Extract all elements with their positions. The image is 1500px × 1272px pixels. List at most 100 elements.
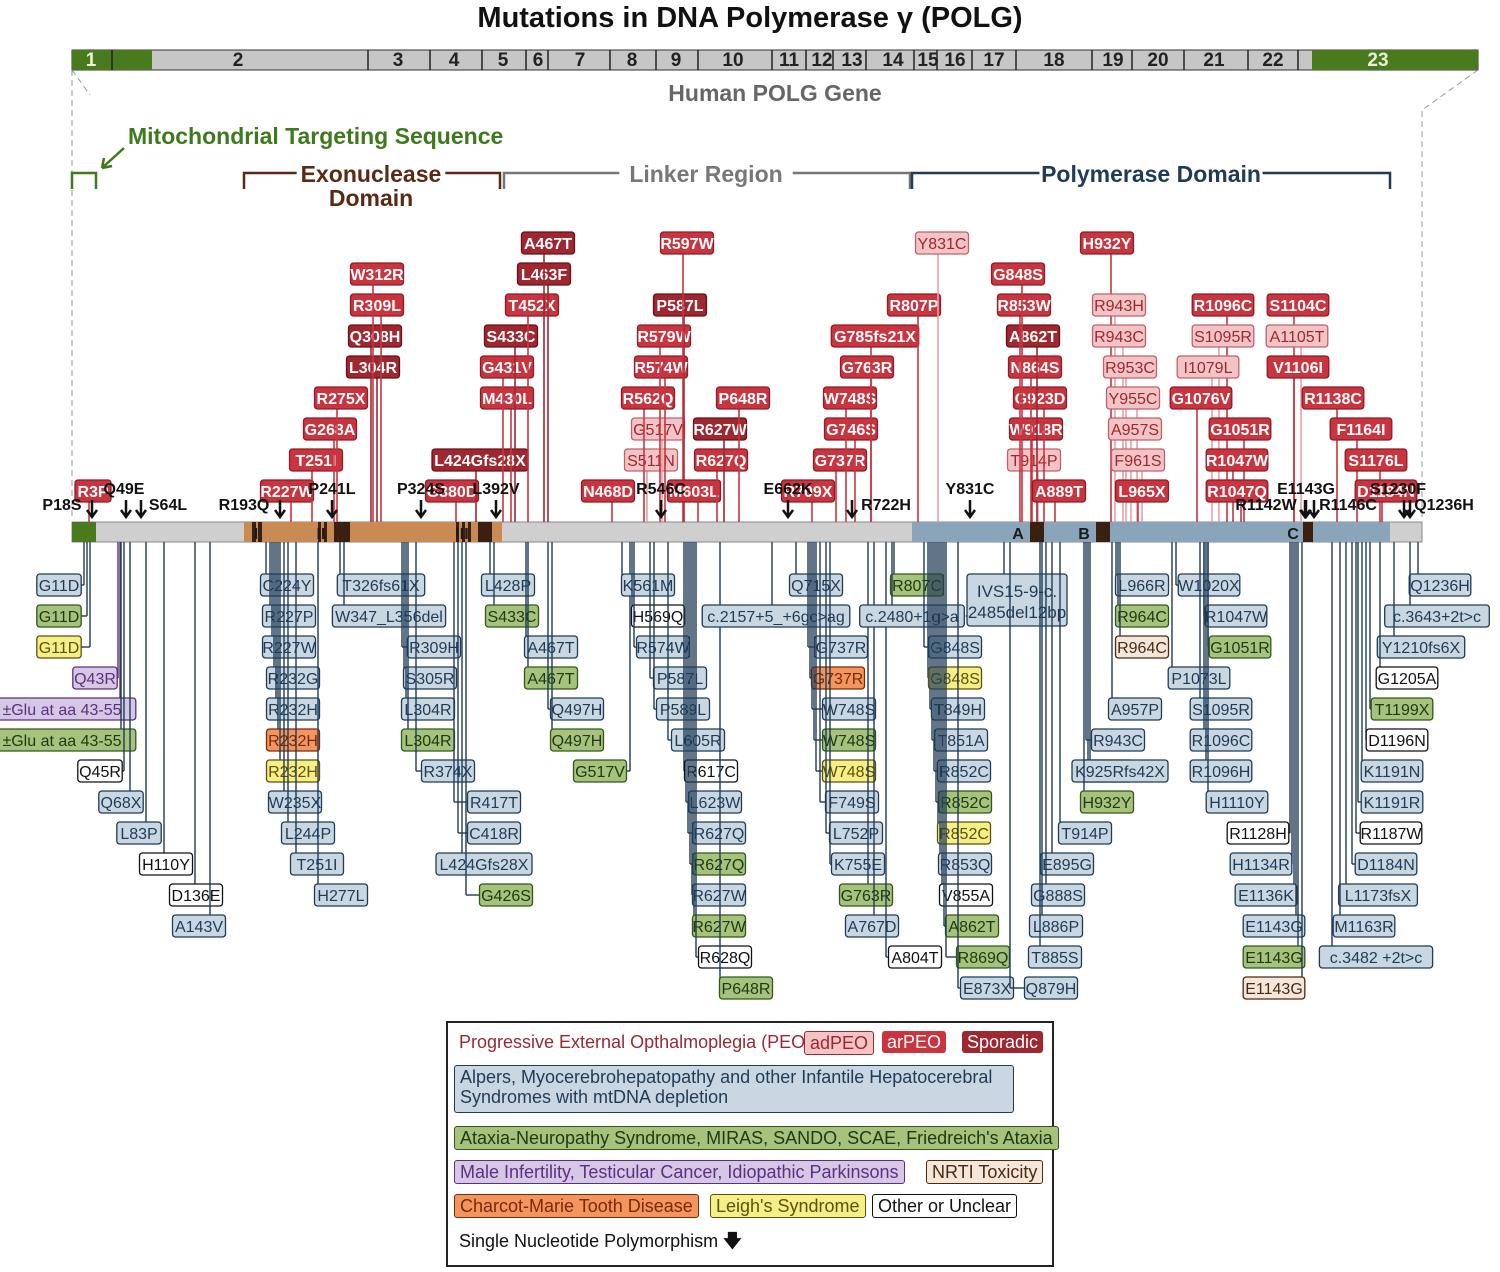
top-mutation-44: A889T <box>1035 484 1083 501</box>
top-mutation-31: G746S <box>826 422 876 439</box>
motif-label-B: B <box>1078 526 1090 543</box>
motif-block <box>478 522 492 542</box>
motif-block <box>468 522 471 542</box>
exon-label-3: 3 <box>393 50 404 71</box>
bottom-mutation-6: Q45R <box>79 764 121 781</box>
bottom-mutation-38-box <box>549 697 605 721</box>
bottom-mutation-100-box <box>1208 635 1272 659</box>
snp-label-11: E1143G <box>1277 481 1335 498</box>
top-mutation-1: R227W <box>260 484 314 501</box>
motif-block <box>334 522 350 542</box>
top-mutation-45: H932Y <box>1083 236 1132 253</box>
top-mutation-55: I1079L <box>1184 360 1233 377</box>
bottom-mutation-103: R1096C <box>1192 733 1251 750</box>
top-mutation-8: W312R <box>350 267 404 284</box>
bottom-mutation-20-box <box>280 821 336 845</box>
top-mutation-33-box <box>839 355 895 379</box>
top-mutation-35-box <box>886 293 942 317</box>
snp-label-5: P324S <box>397 481 445 498</box>
exon-label-16: 16 <box>944 50 965 71</box>
bottom-mutation-64: K755E <box>834 857 882 874</box>
bottom-mutation-42: H569Q <box>633 609 684 626</box>
bottom-mutation-12: C224Y <box>263 578 312 595</box>
bottom-mutation-9: H110Y <box>142 857 190 874</box>
legend: Progressive External Opthalmoplegia (PEO… <box>446 1021 1059 1267</box>
top-mutation-22: R579W <box>637 329 691 346</box>
top-mutation-52-box <box>1114 479 1170 503</box>
snp-arrow-icon <box>414 500 428 520</box>
bottom-mutation-97: R964C <box>1117 640 1167 657</box>
bottom-mutation-35-box <box>478 883 534 907</box>
bottom-mutation-122: L1173fsX <box>1345 888 1412 905</box>
top-mutation-60: S1104C <box>1270 298 1327 315</box>
bottom-mutation-35: G426S <box>481 888 531 905</box>
bottom-mutation-10-box <box>168 883 224 907</box>
bottom-mutation-101: P1073L <box>1171 671 1226 688</box>
exon-label-5: 5 <box>498 50 509 71</box>
bottom-mutation-108-box <box>1234 883 1298 907</box>
bottom-mutation-89-box <box>1027 945 1083 969</box>
top-mutation-2: T251I <box>296 453 337 470</box>
bottom-mutation-39-box <box>549 728 605 752</box>
top-mutation-33: G763R <box>842 360 893 377</box>
bottom-mutation-37-box <box>523 666 579 690</box>
top-mutation-32: W748S <box>824 391 877 408</box>
bottom-mutation-1-box <box>36 604 82 628</box>
bottom-mutation-36-box <box>523 635 579 659</box>
bottom-mutation-98: W1020X <box>1178 578 1240 595</box>
legend-other: Other or Unclear <box>872 1194 1018 1218</box>
bottom-mutation-96: R964C <box>1117 609 1167 626</box>
top-mutation-32-box <box>822 386 878 410</box>
bottom-mutation-57: G737R <box>816 640 867 657</box>
top-mutation-45-box <box>1079 231 1135 255</box>
bottom-mutation-54: P648R <box>722 981 771 998</box>
top-mutation-23-box <box>652 293 708 317</box>
top-mutation-29-box <box>780 479 836 503</box>
protein-pol-domain <box>912 522 1390 542</box>
bottom-mutation-78-box <box>936 821 992 845</box>
bottom-mutation-95-box <box>1114 573 1170 597</box>
top-mutation-39: G923D <box>1015 391 1066 408</box>
top-mutation-16-box <box>520 231 576 255</box>
top-mutation-66: D1184N <box>1357 484 1415 501</box>
top-mutation-39-box <box>1012 386 1068 410</box>
bottom-mutation-33-box <box>466 821 522 845</box>
motif-block <box>324 522 327 542</box>
snp-label-7: R546C <box>636 481 686 498</box>
top-mutation-61: A1105T <box>1270 329 1325 346</box>
bottom-mutation-0: G11D <box>39 578 80 595</box>
bottom-mutation-93: R943C <box>1093 733 1143 750</box>
top-mutation-11-box <box>479 386 535 410</box>
bottom-mutation-33: C418R <box>469 826 519 843</box>
top-mutation-46: R943H <box>1094 298 1144 315</box>
label-linker: Linker Region <box>629 161 782 187</box>
bottom-mutation-87-box <box>1030 883 1086 907</box>
label-exo-1: Exonuclease <box>301 161 442 187</box>
bottom-mutation-110: E1143G <box>1245 950 1303 967</box>
bottom-mutation-41-box <box>620 573 676 597</box>
legend-male: Male Infertility, Testicular Cancer, Idi… <box>454 1160 905 1184</box>
top-mutation-37: T914P <box>1010 453 1057 470</box>
bottom-mutation-31: S433C <box>488 609 537 626</box>
exon-label-13: 13 <box>841 50 862 71</box>
top-mutation-48: R953C <box>1105 360 1155 377</box>
top-mutation-2-box <box>288 448 344 472</box>
bottom-mutation-14: R227W <box>262 640 316 657</box>
legend-adpeo: adPEO <box>804 1031 875 1055</box>
bottom-mutation-51-box <box>691 883 747 907</box>
top-mutation-31-box <box>823 417 879 441</box>
bottom-mutation-124: c.3482 +2t>c <box>1330 950 1423 967</box>
bottom-mutation-8-box <box>116 821 162 845</box>
bottom-mutation-22-box <box>313 883 369 907</box>
bottom-mutation-21-box <box>289 852 345 876</box>
bottom-mutation-111: E1143G <box>1245 981 1303 998</box>
bottom-mutation-38: Q497H <box>552 702 603 719</box>
bottom-mutation-65-box <box>838 883 894 907</box>
bottom-mutation-5: ±Glu at aa 43-55 <box>2 733 121 750</box>
bottom-mutation-120: R1187W <box>1360 826 1422 843</box>
top-mutation-27-box <box>692 417 748 441</box>
label-exo-2: Domain <box>329 185 413 211</box>
bottom-mutation-36: A467T <box>527 640 574 657</box>
exon-label-20: 20 <box>1147 50 1168 71</box>
